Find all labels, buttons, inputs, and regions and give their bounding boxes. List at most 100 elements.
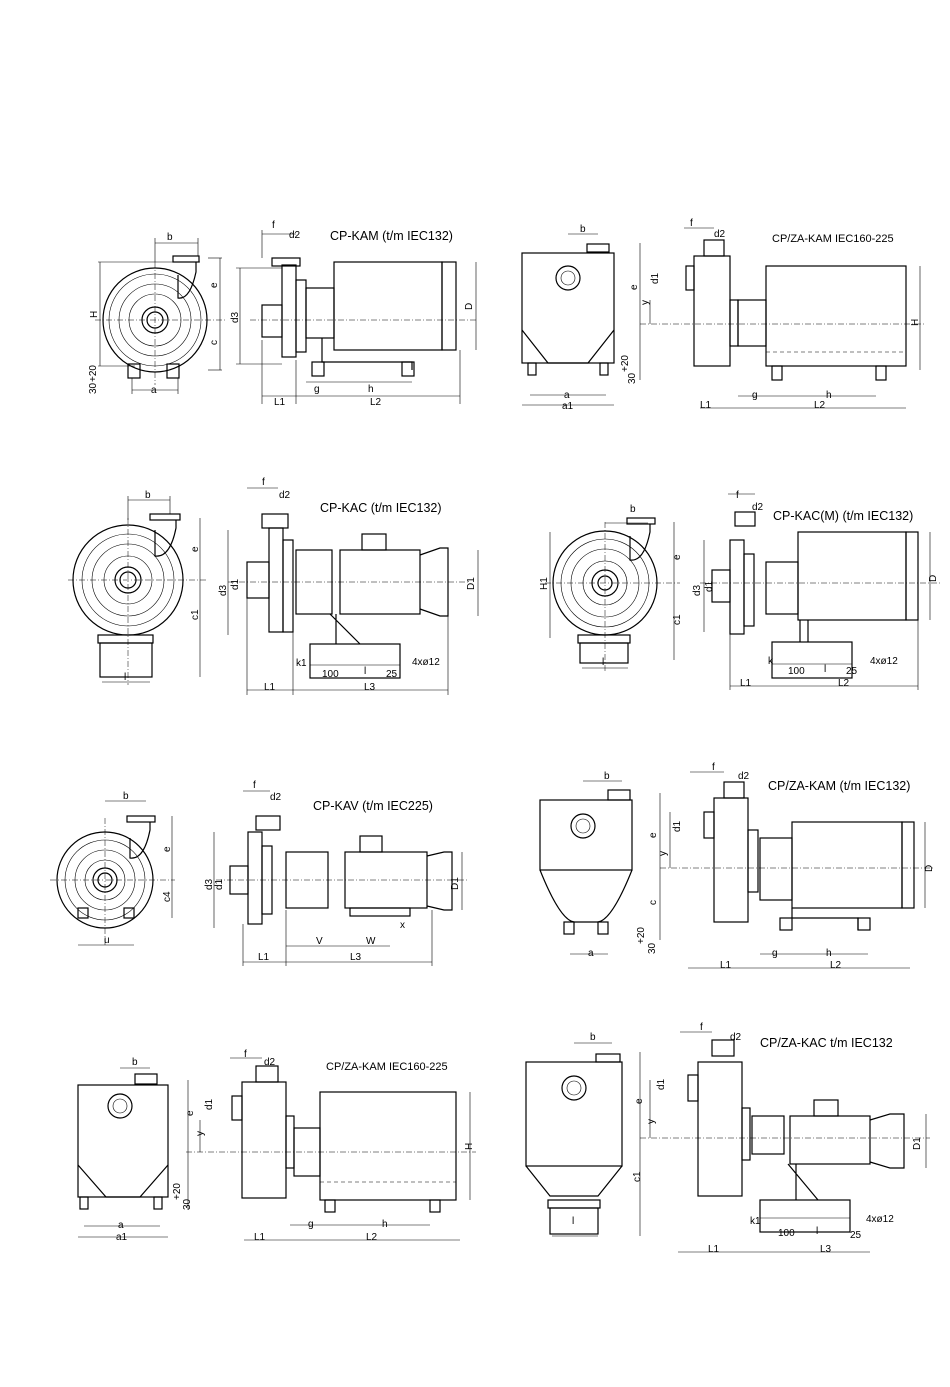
label-H: H — [910, 319, 921, 326]
label-f: f — [253, 780, 256, 791]
label-l: l — [602, 657, 604, 668]
label-a1: a1 — [562, 401, 574, 412]
label-x: x — [400, 920, 405, 931]
label-L1: L1 — [274, 397, 286, 408]
title-panel-3: CP-KAC (t/m IEC132) — [320, 501, 442, 515]
label-y: y — [195, 1131, 206, 1136]
title-panel-8: CP/ZA-KAC t/m IEC132 — [760, 1036, 893, 1050]
label-d1: d1 — [230, 578, 241, 590]
label-plus20: +20 — [636, 927, 647, 944]
label-f: f — [262, 477, 265, 488]
label-holes: 4xø12 — [870, 656, 898, 667]
label-a: a — [564, 390, 570, 401]
label-f: f — [690, 218, 693, 229]
label-y: y — [640, 300, 651, 305]
label-d3: d3 — [692, 584, 703, 596]
front-view: b H e c a +20 30 — [88, 232, 225, 396]
label-e: e — [672, 554, 683, 560]
label-D: D — [924, 865, 935, 872]
label-b: b — [590, 1032, 596, 1043]
label-y: y — [658, 851, 669, 856]
label-l: l — [364, 666, 366, 677]
label-30: 30 — [182, 1198, 193, 1210]
label-k1: k1 — [750, 1216, 761, 1227]
front-view: b H1 e c1 l — [539, 504, 683, 672]
front-view: b l — [525, 1032, 623, 1237]
panel-cp-kac-m: b H1 e c1 l f d2 d3 d1 D L1 L2 k 100 l 2… — [539, 490, 940, 690]
label-L2: L2 — [370, 397, 382, 408]
label-k1: k1 — [296, 658, 307, 669]
label-h: h — [368, 384, 374, 395]
label-holes: 4xø12 — [412, 657, 440, 668]
label-L1: L1 — [700, 400, 712, 411]
front-view: b a — [539, 771, 633, 959]
side-view: f d2 e y d1 c D +20 30 L1 L2 g h CP/ZA-K… — [636, 762, 935, 971]
label-L1: L1 — [264, 682, 276, 693]
panel-cp-za-kam-160-b: b a a1 f d2 e y d1 H +20 30 L1 L2 g h CP… — [77, 1049, 476, 1243]
label-b: b — [123, 791, 129, 802]
side-view: f d2 d3 d1 D1 L1 L3 V W x CP-KAV (t/m IE… — [204, 780, 468, 966]
label-100: 100 — [788, 666, 805, 677]
label-l: l — [824, 664, 826, 675]
label-L2: L2 — [830, 960, 842, 971]
label-a: a — [588, 948, 594, 959]
panel-cp-za-kam-132: b a f d2 e y d1 c D +20 30 L1 L2 g h CP/… — [539, 762, 935, 971]
front-view: b e c1 l — [68, 490, 208, 685]
label-25: 25 — [846, 666, 858, 677]
label-d2: d2 — [738, 771, 750, 782]
title-panel-5: CP-KAV (t/m IEC225) — [313, 799, 433, 813]
label-c: c — [209, 340, 220, 345]
label-e: e — [629, 284, 640, 290]
label-L1: L1 — [740, 678, 752, 689]
label-d1: d1 — [650, 272, 661, 284]
label-plus20: +20 — [172, 1183, 183, 1200]
label-a: a — [118, 1220, 124, 1231]
label-a: a — [151, 385, 157, 396]
label-L3: L3 — [364, 682, 376, 693]
label-d2: d2 — [714, 229, 726, 240]
label-c: c — [648, 900, 659, 905]
label-f: f — [272, 220, 275, 231]
panel-cp-za-kac: b l f d2 e y d1 c1 D1 L1 L3 k1 100 l 25 … — [525, 1022, 930, 1255]
label-30: 30 — [88, 382, 99, 394]
label-D1: D1 — [912, 1137, 923, 1150]
label-100: 100 — [778, 1228, 795, 1239]
label-H: H — [464, 1143, 475, 1150]
label-u: u — [104, 935, 110, 946]
side-view: f d2 d3 D L1 L2 g h CP-KAM (t/m IEC132) — [230, 220, 478, 408]
label-L1: L1 — [708, 1244, 720, 1255]
label-d2: d2 — [270, 792, 282, 803]
label-d2: d2 — [752, 502, 764, 513]
label-e: e — [190, 546, 201, 552]
label-b: b — [630, 504, 636, 515]
label-L1: L1 — [254, 1232, 266, 1243]
label-L1: L1 — [258, 952, 270, 963]
label-y: y — [646, 1119, 657, 1124]
title-panel-7: CP/ZA-KAM IEC160-225 — [326, 1061, 448, 1073]
label-d3: d3 — [204, 878, 215, 890]
label-e: e — [634, 1098, 645, 1104]
label-holes: 4xø12 — [866, 1214, 894, 1225]
label-25: 25 — [386, 669, 398, 680]
label-a1: a1 — [116, 1232, 128, 1243]
label-g: g — [314, 384, 320, 395]
label-g: g — [752, 390, 758, 401]
label-30: 30 — [647, 942, 658, 954]
label-g: g — [308, 1219, 314, 1230]
label-H: H — [89, 311, 100, 318]
label-h: h — [826, 390, 832, 401]
front-view: b e c4 u — [50, 791, 175, 946]
label-L1: L1 — [720, 960, 732, 971]
side-view: f d2 e y d1 H +20 30 L1 L2 g h CP/ZA-KAM… — [172, 1049, 476, 1243]
side-view: f d2 d3 d1 D L1 L2 k 100 l 25 4xø12 CP-K… — [692, 490, 940, 690]
panel-cp-kam: b H e c a +20 30 f d2 d3 D L1 L2 — [88, 220, 478, 408]
label-L2: L2 — [814, 400, 826, 411]
label-d1: d1 — [204, 1098, 215, 1110]
label-f: f — [736, 490, 739, 501]
title-panel-2: CP/ZA-KAM IEC160-225 — [772, 233, 894, 245]
label-W: W — [366, 936, 376, 947]
label-b: b — [167, 232, 173, 243]
label-b: b — [132, 1057, 138, 1068]
label-g: g — [772, 948, 778, 959]
